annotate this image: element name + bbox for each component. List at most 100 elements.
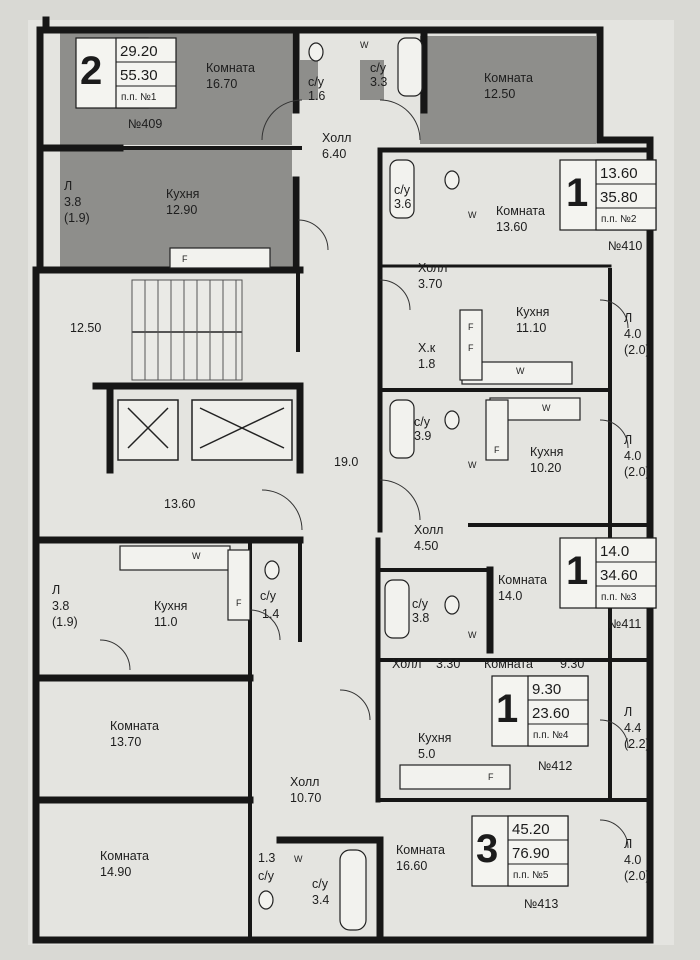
room-label: с/у bbox=[370, 61, 387, 75]
room-area: 14.90 bbox=[100, 865, 131, 879]
room-area: 5.0 bbox=[418, 747, 435, 761]
living-area: 9.30 bbox=[532, 681, 561, 698]
svg-text:W: W bbox=[468, 460, 477, 470]
room-label: Холл bbox=[290, 775, 319, 789]
room-area: 3.9 bbox=[414, 429, 431, 443]
room-area: 4.4 bbox=[624, 721, 641, 735]
apartment-number: №411 bbox=[608, 617, 641, 631]
room-label: Кухня bbox=[166, 187, 199, 201]
apartment-info-box-412: 1 9.30 23.60 п.п. №4 №412 bbox=[491, 675, 589, 773]
room-label: с/у bbox=[412, 597, 429, 611]
plan-number: п.п. №5 bbox=[513, 870, 549, 881]
room-area: 12.90 bbox=[166, 203, 197, 217]
room-area: 11.10 bbox=[516, 321, 546, 335]
apartment-number: №413 bbox=[524, 897, 558, 911]
room-area: 1.6 bbox=[308, 89, 325, 103]
room-area: 13.60 bbox=[496, 220, 527, 234]
room-area: 4.50 bbox=[414, 539, 438, 553]
stairwell bbox=[131, 279, 243, 381]
room-area: 6.40 bbox=[322, 147, 346, 161]
living-area: 45.20 bbox=[512, 821, 550, 838]
room-label: Холл bbox=[392, 657, 421, 671]
room-area: 19.0 bbox=[334, 455, 358, 469]
room-area: 4.0 bbox=[624, 449, 641, 463]
room-label: Комната bbox=[484, 71, 533, 85]
room-label: Л bbox=[624, 311, 632, 325]
room-label: Комната bbox=[100, 849, 149, 863]
room-area: 3.30 bbox=[436, 657, 460, 671]
room-area: (2.0) bbox=[624, 343, 650, 357]
room-area: (2.0) bbox=[624, 869, 650, 883]
room-area: 12.50 bbox=[70, 321, 101, 335]
room-label: Кухня bbox=[418, 731, 451, 745]
apartment-number: №409 bbox=[128, 117, 162, 131]
room-area: 3.6 bbox=[394, 197, 411, 211]
room-label: Комната bbox=[484, 657, 533, 671]
room-area: 1.3 bbox=[258, 851, 275, 865]
room-label: Кухня bbox=[516, 305, 549, 319]
door-swings bbox=[99, 99, 629, 849]
apartment-info-box-413: 3 45.20 76.90 п.п. №5 №413 bbox=[471, 815, 569, 911]
room-label: Холл bbox=[418, 261, 447, 275]
svg-text:W: W bbox=[468, 630, 477, 640]
room-label: Комната bbox=[396, 843, 445, 857]
room-area: 3.4 bbox=[312, 893, 329, 907]
svg-text:F: F bbox=[468, 322, 474, 332]
room-label: Комната bbox=[206, 61, 255, 75]
room-count: 2 bbox=[80, 49, 102, 93]
plan-number: п.п. №4 bbox=[533, 730, 569, 741]
room-area: 9.30 bbox=[560, 657, 584, 671]
apartment-number: №410 bbox=[608, 239, 642, 253]
room-label: Л bbox=[52, 583, 60, 597]
svg-text:F: F bbox=[468, 343, 474, 353]
room-area: 4.0 bbox=[624, 327, 641, 341]
plan-number: п.п. №3 bbox=[601, 592, 637, 603]
room-area: 4.0 bbox=[624, 853, 641, 867]
room-area: 13.70 bbox=[110, 735, 141, 749]
room-area: 3.3 bbox=[370, 75, 387, 89]
total-area: 35.80 bbox=[600, 189, 638, 206]
room-area: (1.9) bbox=[64, 211, 90, 225]
room-area: 16.60 bbox=[396, 859, 427, 873]
elevator-shafts bbox=[117, 399, 293, 461]
room-area: 3.8 bbox=[52, 599, 69, 613]
room-label: Холл bbox=[322, 131, 351, 145]
room-area: (2.2) bbox=[624, 737, 650, 751]
svg-text:W: W bbox=[542, 403, 551, 413]
svg-text:W: W bbox=[360, 40, 369, 50]
room-count: 1 bbox=[566, 171, 588, 215]
room-label: с/у bbox=[312, 877, 329, 891]
apartment-info-box-411: 1 14.0 34.60 п.п. №3 №411 bbox=[559, 537, 657, 631]
room-area: 3.70 bbox=[418, 277, 442, 291]
plan-number: п.п. №2 bbox=[601, 214, 637, 225]
room-label: Комната bbox=[498, 573, 547, 587]
kitchen-counters bbox=[119, 247, 581, 790]
living-area: 14.0 bbox=[600, 543, 629, 560]
room-label: Кухня bbox=[530, 445, 563, 459]
room-count: 1 bbox=[566, 549, 588, 593]
svg-text:F: F bbox=[494, 445, 500, 455]
walls bbox=[32, 16, 654, 944]
room-label: с/у bbox=[414, 415, 431, 429]
room-label: Х.к bbox=[418, 341, 436, 355]
apartment-number: №412 bbox=[538, 759, 572, 773]
plan-number: п.п. №1 bbox=[121, 92, 157, 103]
room-area: 1.8 bbox=[418, 357, 435, 371]
apartment-info-box-410: 1 13.60 35.80 п.п. №2 №410 bbox=[559, 159, 657, 253]
room-label: Л bbox=[624, 433, 632, 447]
room-labels: Комната 16.70 Комната 12.50 с/у 1.6 с/у … bbox=[52, 61, 650, 907]
svg-text:W: W bbox=[468, 210, 477, 220]
total-area: 76.90 bbox=[512, 845, 550, 862]
room-label: с/у bbox=[258, 869, 275, 883]
room-area: 13.60 bbox=[164, 497, 195, 511]
room-area: (2.0) bbox=[624, 465, 650, 479]
svg-text:F: F bbox=[182, 254, 188, 264]
room-area: 1.4 bbox=[262, 607, 279, 621]
room-area: 10.20 bbox=[530, 461, 561, 475]
total-area: 55.30 bbox=[120, 67, 158, 84]
room-area: (1.9) bbox=[52, 615, 78, 629]
total-area: 23.60 bbox=[532, 705, 570, 722]
svg-text:F: F bbox=[236, 598, 242, 608]
bathroom-fixtures bbox=[258, 37, 460, 931]
